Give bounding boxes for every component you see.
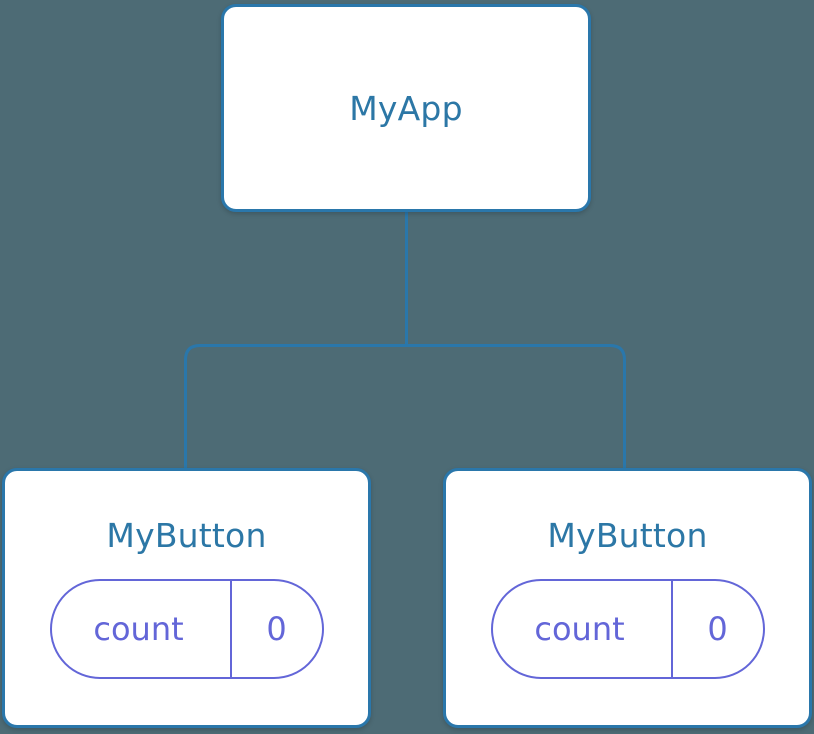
- prop-value: 0: [707, 610, 728, 648]
- prop-key: count: [534, 610, 625, 648]
- prop-divider: [229, 581, 232, 677]
- tree-node-mybutton-left[interactable]: MyButton count 0: [2, 468, 371, 728]
- node-title: MyApp: [349, 88, 463, 128]
- prop-value: 0: [266, 610, 287, 648]
- node-title: MyButton: [106, 516, 267, 555]
- prop-key: count: [93, 610, 184, 648]
- prop-badge[interactable]: count 0: [49, 579, 324, 679]
- prop-divider: [670, 581, 673, 677]
- prop-badge[interactable]: count 0: [490, 579, 765, 679]
- node-title: MyButton: [547, 516, 708, 555]
- tree-node-mybutton-right[interactable]: MyButton count 0: [443, 468, 812, 728]
- tree-node-myapp[interactable]: MyApp: [221, 4, 591, 212]
- edge-branch-bar: [184, 344, 626, 468]
